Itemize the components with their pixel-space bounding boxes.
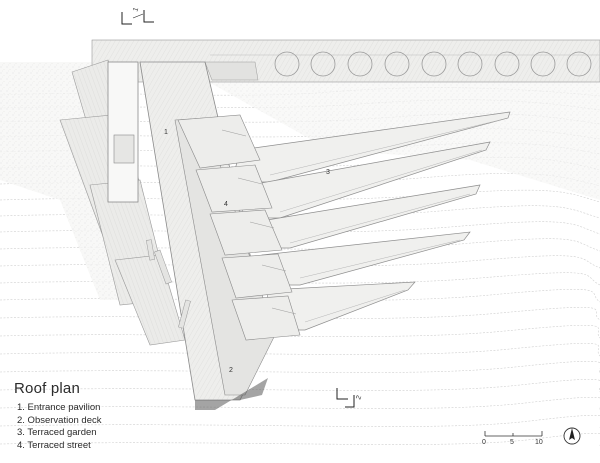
- legend-item-terraced-garden: 3. Terraced garden: [17, 427, 97, 438]
- plan-label-3: 3: [326, 169, 330, 176]
- legend-title: Roof plan: [14, 380, 81, 397]
- entrance-pavilion: [107, 61, 139, 203]
- plan-label-4: 4: [224, 201, 228, 208]
- legend-item-entrance-pavilion: 1. Entrance pavilion: [17, 402, 101, 413]
- scale-bar: 0 5 10: [482, 431, 543, 446]
- plan-label-1: 1: [164, 129, 168, 136]
- scale-label-0: 0: [482, 439, 486, 446]
- scattered-slabs: [146, 239, 191, 329]
- legend-item-terraced-street: 4. Terraced street: [17, 439, 91, 451]
- section-marker-label-1: 1: [132, 7, 140, 13]
- legend: Roof plan 1. Entrance pavilion 2. Observ…: [14, 380, 102, 452]
- scale-label-10: 10: [535, 439, 543, 446]
- legend-item-observation-deck: 2. Observation deck: [17, 414, 102, 426]
- section-marker-1: 1: [121, 7, 154, 25]
- plan-label-2: 2: [229, 367, 233, 374]
- terraced-garden-fingers: [231, 111, 511, 331]
- scale-label-5: 5: [510, 439, 514, 446]
- section-marker-2: 2: [336, 388, 363, 408]
- terraced-street-steps: [177, 114, 301, 341]
- north-arrow-icon: [563, 427, 581, 445]
- section-marker-label-2: 2: [355, 395, 363, 401]
